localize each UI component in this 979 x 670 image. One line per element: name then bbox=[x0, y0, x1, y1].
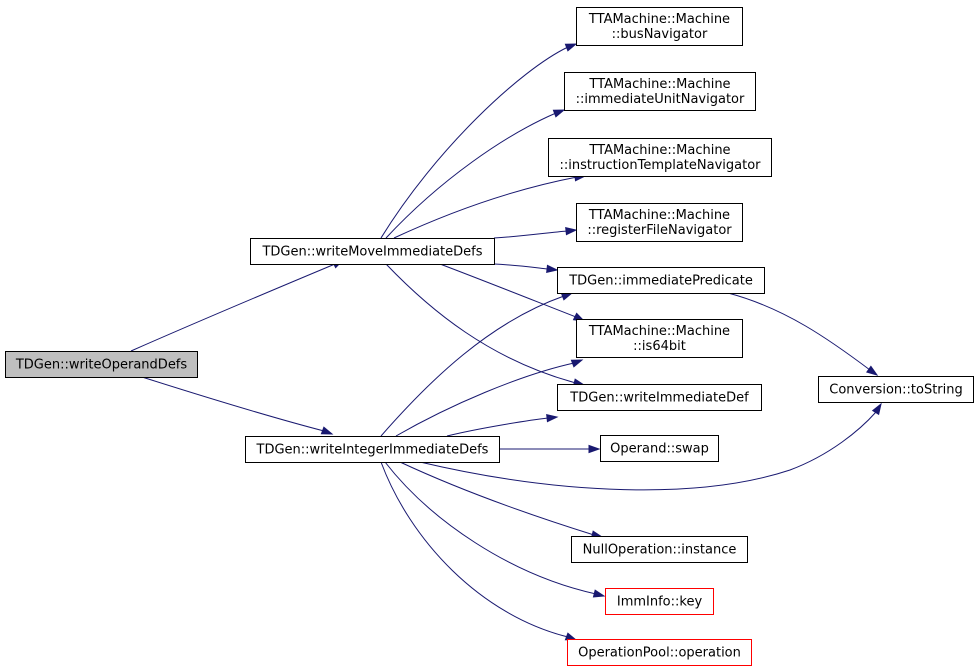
call-edge bbox=[493, 230, 568, 239]
node-instruction-template-navigator[interactable]: TTAMachine::Machine::instructionTemplate… bbox=[548, 138, 772, 177]
call-edge bbox=[399, 461, 595, 536]
arrowhead-icon bbox=[871, 402, 882, 416]
call-graph-nodes: TDGen::writeOperandDefs TDGen::writeMoveI… bbox=[5, 7, 974, 666]
arrowhead-icon bbox=[592, 589, 606, 598]
node-box bbox=[576, 319, 743, 358]
node-box bbox=[576, 7, 743, 46]
call-edge bbox=[380, 461, 569, 638]
node-box bbox=[576, 203, 743, 242]
call-edge bbox=[395, 362, 575, 437]
node-label: Conversion::toString bbox=[829, 383, 963, 398]
node-box bbox=[548, 138, 772, 177]
node-label: TTAMachine::Machine bbox=[588, 12, 730, 27]
call-edge bbox=[380, 46, 569, 239]
node-is64bit[interactable]: TTAMachine::Machine::is64bit bbox=[576, 319, 743, 358]
arrowhead-icon bbox=[546, 264, 559, 274]
node-label: TTAMachine::Machine bbox=[588, 208, 730, 223]
node-label: ::busNavigator bbox=[612, 27, 708, 42]
node-write-move-immediate-defs[interactable]: TDGen::writeMoveImmediateDefs bbox=[250, 238, 495, 265]
node-box bbox=[605, 588, 714, 615]
node-box bbox=[557, 267, 765, 294]
node-swap[interactable]: Operand::swap bbox=[600, 435, 719, 462]
call-edge bbox=[727, 292, 871, 371]
node-label: TTAMachine::Machine bbox=[588, 324, 730, 339]
arrowhead-icon bbox=[866, 365, 879, 376]
node-to-string[interactable]: Conversion::toString bbox=[818, 376, 974, 403]
node-box bbox=[5, 351, 198, 378]
arrowhead-icon bbox=[564, 43, 578, 52]
arrowhead-icon bbox=[546, 413, 559, 423]
node-box bbox=[250, 238, 495, 265]
node-null-instance[interactable]: NullOperation::instance bbox=[571, 536, 748, 563]
node-write-integer-immediate-defs[interactable]: TDGen::writeIntegerImmediateDefs bbox=[245, 436, 500, 463]
node-box bbox=[557, 384, 762, 411]
arrowhead-icon bbox=[565, 226, 578, 236]
node-imm-key[interactable]: ImmInfo::key bbox=[605, 588, 714, 615]
call-edge bbox=[393, 176, 578, 239]
node-label: NullOperation::instance bbox=[583, 543, 737, 558]
node-label: ::immediateUnitNavigator bbox=[576, 92, 745, 107]
node-label: OperationPool::operation bbox=[578, 646, 741, 661]
node-label: TDGen::writeOperandDefs bbox=[15, 358, 188, 373]
call-edge bbox=[439, 263, 577, 318]
node-label: ::is64bit bbox=[633, 339, 686, 354]
node-label: TTAMachine::Machine bbox=[588, 77, 730, 92]
call-edge bbox=[385, 263, 577, 384]
node-box bbox=[567, 639, 752, 666]
node-write-immediate-def[interactable]: TDGen::writeImmediateDef bbox=[557, 384, 762, 411]
node-label: TTAMachine::Machine bbox=[588, 143, 730, 158]
node-operation[interactable]: OperationPool::operation bbox=[567, 639, 752, 666]
node-label: TDGen::writeImmediateDef bbox=[569, 391, 749, 406]
call-edge bbox=[130, 263, 336, 352]
node-label: TDGen::immediatePredicate bbox=[568, 274, 753, 289]
node-box bbox=[600, 435, 719, 462]
call-edge bbox=[493, 263, 549, 270]
call-edge bbox=[446, 417, 549, 437]
call-edge bbox=[380, 295, 565, 437]
arrowhead-icon bbox=[552, 109, 566, 118]
node-register-file-navigator[interactable]: TTAMachine::Machine::registerFileNavigat… bbox=[576, 203, 743, 242]
call-edge bbox=[141, 376, 325, 432]
call-edge bbox=[419, 411, 877, 491]
node-root[interactable]: TDGen::writeOperandDefs bbox=[5, 351, 198, 378]
arrowhead-icon bbox=[588, 444, 601, 454]
node-box bbox=[818, 376, 974, 403]
node-label: ImmInfo::key bbox=[617, 595, 703, 610]
node-immediate-unit-navigator[interactable]: TTAMachine::Machine::immediateUnitNaviga… bbox=[564, 72, 756, 111]
arrowhead-icon bbox=[570, 359, 584, 368]
node-box bbox=[564, 72, 756, 111]
call-edge bbox=[384, 461, 597, 595]
node-box bbox=[245, 436, 500, 463]
node-label: Operand::swap bbox=[610, 442, 709, 457]
node-label: TDGen::writeMoveImmediateDefs bbox=[261, 245, 482, 260]
arrowhead-icon bbox=[564, 632, 578, 641]
node-bus-navigator[interactable]: TTAMachine::Machine::busNavigator bbox=[576, 7, 743, 46]
call-edge bbox=[385, 112, 557, 239]
call-edges bbox=[130, 43, 882, 641]
arrowhead-icon bbox=[320, 426, 334, 435]
node-label: ::instructionTemplateNavigator bbox=[559, 158, 761, 173]
node-label: ::registerFileNavigator bbox=[587, 223, 732, 238]
node-label: TDGen::writeIntegerImmediateDefs bbox=[256, 443, 489, 458]
node-immediate-predicate[interactable]: TDGen::immediatePredicate bbox=[557, 267, 765, 294]
node-box bbox=[571, 536, 748, 563]
arrowhead-icon bbox=[560, 292, 574, 301]
